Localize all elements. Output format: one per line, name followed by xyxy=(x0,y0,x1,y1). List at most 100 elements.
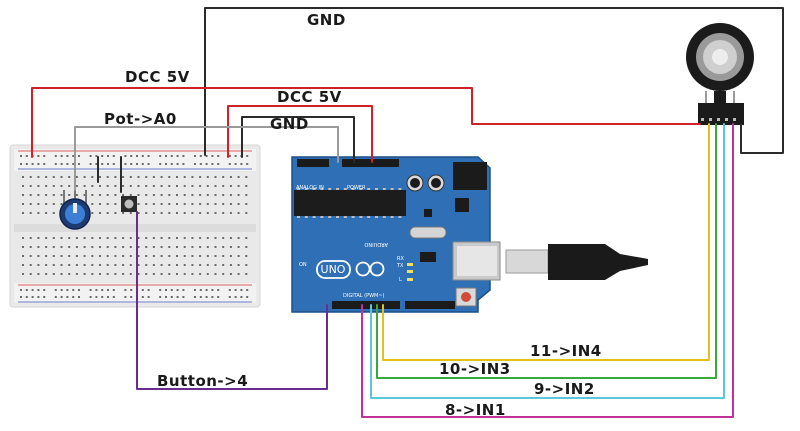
breadboard-hole xyxy=(114,264,117,266)
breadboard-hole xyxy=(237,185,240,187)
breadboard-hole xyxy=(237,194,240,196)
breadboard-hole xyxy=(206,264,209,266)
breadboard-hole xyxy=(75,255,78,257)
breadboard-hole xyxy=(160,203,163,205)
breadboard-hole xyxy=(205,155,208,157)
breadboard-hole xyxy=(245,264,248,266)
breadboard-hole xyxy=(114,176,117,178)
breadboard-hole xyxy=(137,194,140,196)
breadboard-hole xyxy=(91,176,94,178)
chip-pin xyxy=(398,216,402,218)
breadboard-hole xyxy=(214,237,217,239)
breadboard-hole xyxy=(124,155,127,157)
breadboard-hole xyxy=(78,289,80,291)
breadboard-hole xyxy=(22,185,24,187)
breadboard-hole xyxy=(176,203,178,205)
label-gnd-inner: GND xyxy=(270,115,309,133)
breadboard-hole xyxy=(43,163,46,165)
breadboard-hole xyxy=(199,296,202,298)
breadboard-hole xyxy=(240,289,243,291)
breadboard-hole xyxy=(141,289,144,291)
breadboard-hole xyxy=(45,203,48,205)
breadboard-hole xyxy=(54,155,57,157)
wire-dcc5v-encoder xyxy=(31,87,701,158)
breadboard-hole xyxy=(245,176,248,178)
breadboard-hole xyxy=(22,176,24,178)
chip-pin xyxy=(382,216,386,218)
breadboard-hole xyxy=(114,255,117,257)
breadboard-hole xyxy=(191,246,194,248)
breadboard-hole xyxy=(168,273,171,275)
breadboard-hole xyxy=(43,289,46,291)
breadboard-hole xyxy=(43,296,46,298)
breadboard-hole xyxy=(245,255,248,257)
breadboard-hole xyxy=(83,264,86,266)
breadboard-hole xyxy=(170,289,173,291)
breadboard-hole xyxy=(60,194,63,196)
breadboard-hole xyxy=(160,237,163,239)
breadboard-hole xyxy=(91,212,94,214)
breadboard-hole xyxy=(45,212,48,214)
breadboard-hole xyxy=(20,155,22,157)
breadboard-hole xyxy=(205,163,208,165)
breadboard-hole xyxy=(170,296,173,298)
breadboard-hole xyxy=(31,163,34,165)
chip-pin xyxy=(336,216,339,218)
breadboard-hole xyxy=(229,255,232,257)
breadboard-hole xyxy=(45,185,48,187)
breadboard-hole xyxy=(114,212,117,214)
breadboard-hole xyxy=(66,155,69,157)
breadboard-hole xyxy=(31,289,34,291)
label-pot-a0: Pot->A0 xyxy=(104,110,177,128)
breadboard-hole xyxy=(68,237,71,239)
breadboard-hole xyxy=(72,289,75,291)
wire-in2 xyxy=(370,123,725,399)
breadboard-hole xyxy=(141,155,144,157)
breadboard-hole xyxy=(99,264,101,266)
breadboard-hole xyxy=(106,176,109,178)
breadboard-hole xyxy=(129,246,132,248)
breadboard-hole xyxy=(237,264,240,266)
breadboard-hole xyxy=(124,163,127,165)
breadboard-hole xyxy=(91,255,94,257)
label-gnd-top: GND xyxy=(307,11,346,29)
chip-pin xyxy=(359,188,363,190)
breadboard-hole xyxy=(222,273,225,275)
breadboard-hole xyxy=(152,264,155,266)
breadboard-hole xyxy=(234,163,237,165)
breadboard-hole xyxy=(112,296,115,298)
breadboard-hole xyxy=(240,163,243,165)
breadboard-hole xyxy=(206,203,209,205)
breadboard-hole xyxy=(22,255,24,257)
breadboard-hole xyxy=(52,273,55,275)
breadboard-hole xyxy=(176,163,179,165)
breadboard-hole xyxy=(101,296,104,298)
breadboard-hole xyxy=(245,246,248,248)
chip-pin xyxy=(390,216,394,218)
breadboard-hole xyxy=(137,203,140,205)
breadboard-hole xyxy=(237,203,240,205)
breadboard-hole xyxy=(152,237,155,239)
breadboard-hole xyxy=(37,212,40,214)
breadboard-hole xyxy=(20,163,22,165)
breadboard-hole xyxy=(222,255,225,257)
breadboard-hole xyxy=(214,212,217,214)
breadboard-hole xyxy=(214,264,217,266)
breadboard-hole xyxy=(68,194,71,196)
breadboard-hole xyxy=(228,155,231,157)
breadboard-hole xyxy=(183,246,186,248)
breadboard-hole xyxy=(206,212,209,214)
breadboard-hole xyxy=(183,194,186,196)
breadboard-hole xyxy=(37,296,40,298)
breadboard-hole xyxy=(165,289,167,291)
breadboard-hole xyxy=(182,289,185,291)
chip-pin xyxy=(297,188,300,190)
breadboard-hole xyxy=(37,246,40,248)
breadboard-hole xyxy=(222,194,225,196)
breadboard-hole xyxy=(83,185,86,187)
breadboard-hole xyxy=(29,237,32,239)
breadboard-hole xyxy=(160,194,163,196)
breadboard-hole xyxy=(95,155,98,157)
breadboard-hole xyxy=(112,155,115,157)
